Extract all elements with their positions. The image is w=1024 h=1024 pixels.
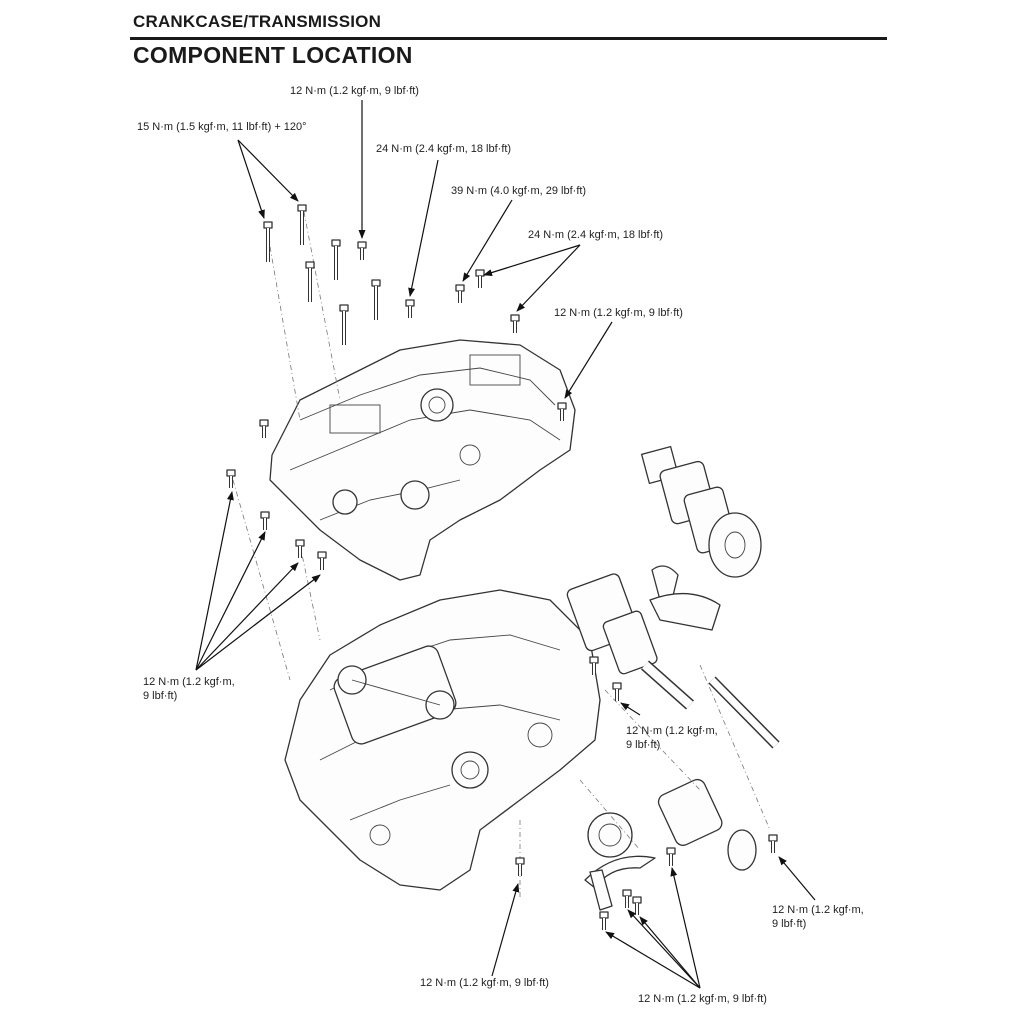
torque-callout-3: 24 N·m (2.4 kgf·m, 18 lbf·ft) [376, 143, 512, 155]
torque-callout-11: 12 N·m (1.2 kgf·m, 9 lbf·ft) [638, 993, 767, 1005]
torque-callout-2: 15 N·m (1.5 kgf·m, 11 lbf·ft) + 120° [137, 121, 307, 133]
shift-drum [657, 778, 757, 871]
bearing-set-plate [584, 855, 656, 911]
torque-callout-1: 12 N·m (1.2 kgf·m, 9 lbf·ft) [290, 85, 419, 97]
bearing [587, 812, 633, 858]
torque-callout-4: 39 N·m (4.0 kgf·m, 29 lbf·ft) [451, 185, 587, 197]
section-title: CRANKCASE/TRANSMISSION [133, 12, 382, 31]
torque-callout-8: 12 N·m (1.2 kgf·m, 9 lbf·ft) [626, 725, 718, 751]
page-title: COMPONENT LOCATION [133, 42, 413, 68]
shift-fork-shaft [708, 676, 780, 749]
torque-callout-6: 12 N·m (1.2 kgf·m, 9 lbf·ft) [554, 307, 683, 319]
crankshaft [333, 645, 457, 745]
countershaft-assembly [640, 445, 762, 578]
torque-callout-10: 12 N·m (1.2 kgf·m, 9 lbf·ft) [420, 977, 549, 989]
leader-lines [195, 100, 816, 989]
torque-callout-9: 12 N·m (1.2 kgf·m, 9 lbf·ft) [772, 904, 864, 930]
shift-forks [649, 565, 721, 631]
upper-crankcase [269, 339, 576, 581]
mainshaft-assembly [566, 573, 694, 710]
torque-callout-5: 24 N·m (2.4 kgf·m, 18 lbf·ft) [528, 229, 664, 241]
header-rule [130, 37, 887, 40]
lower-crankcase [284, 589, 601, 891]
torque-callout-7: 12 N·m (1.2 kgf·m, 9 lbf·ft) [143, 676, 235, 702]
